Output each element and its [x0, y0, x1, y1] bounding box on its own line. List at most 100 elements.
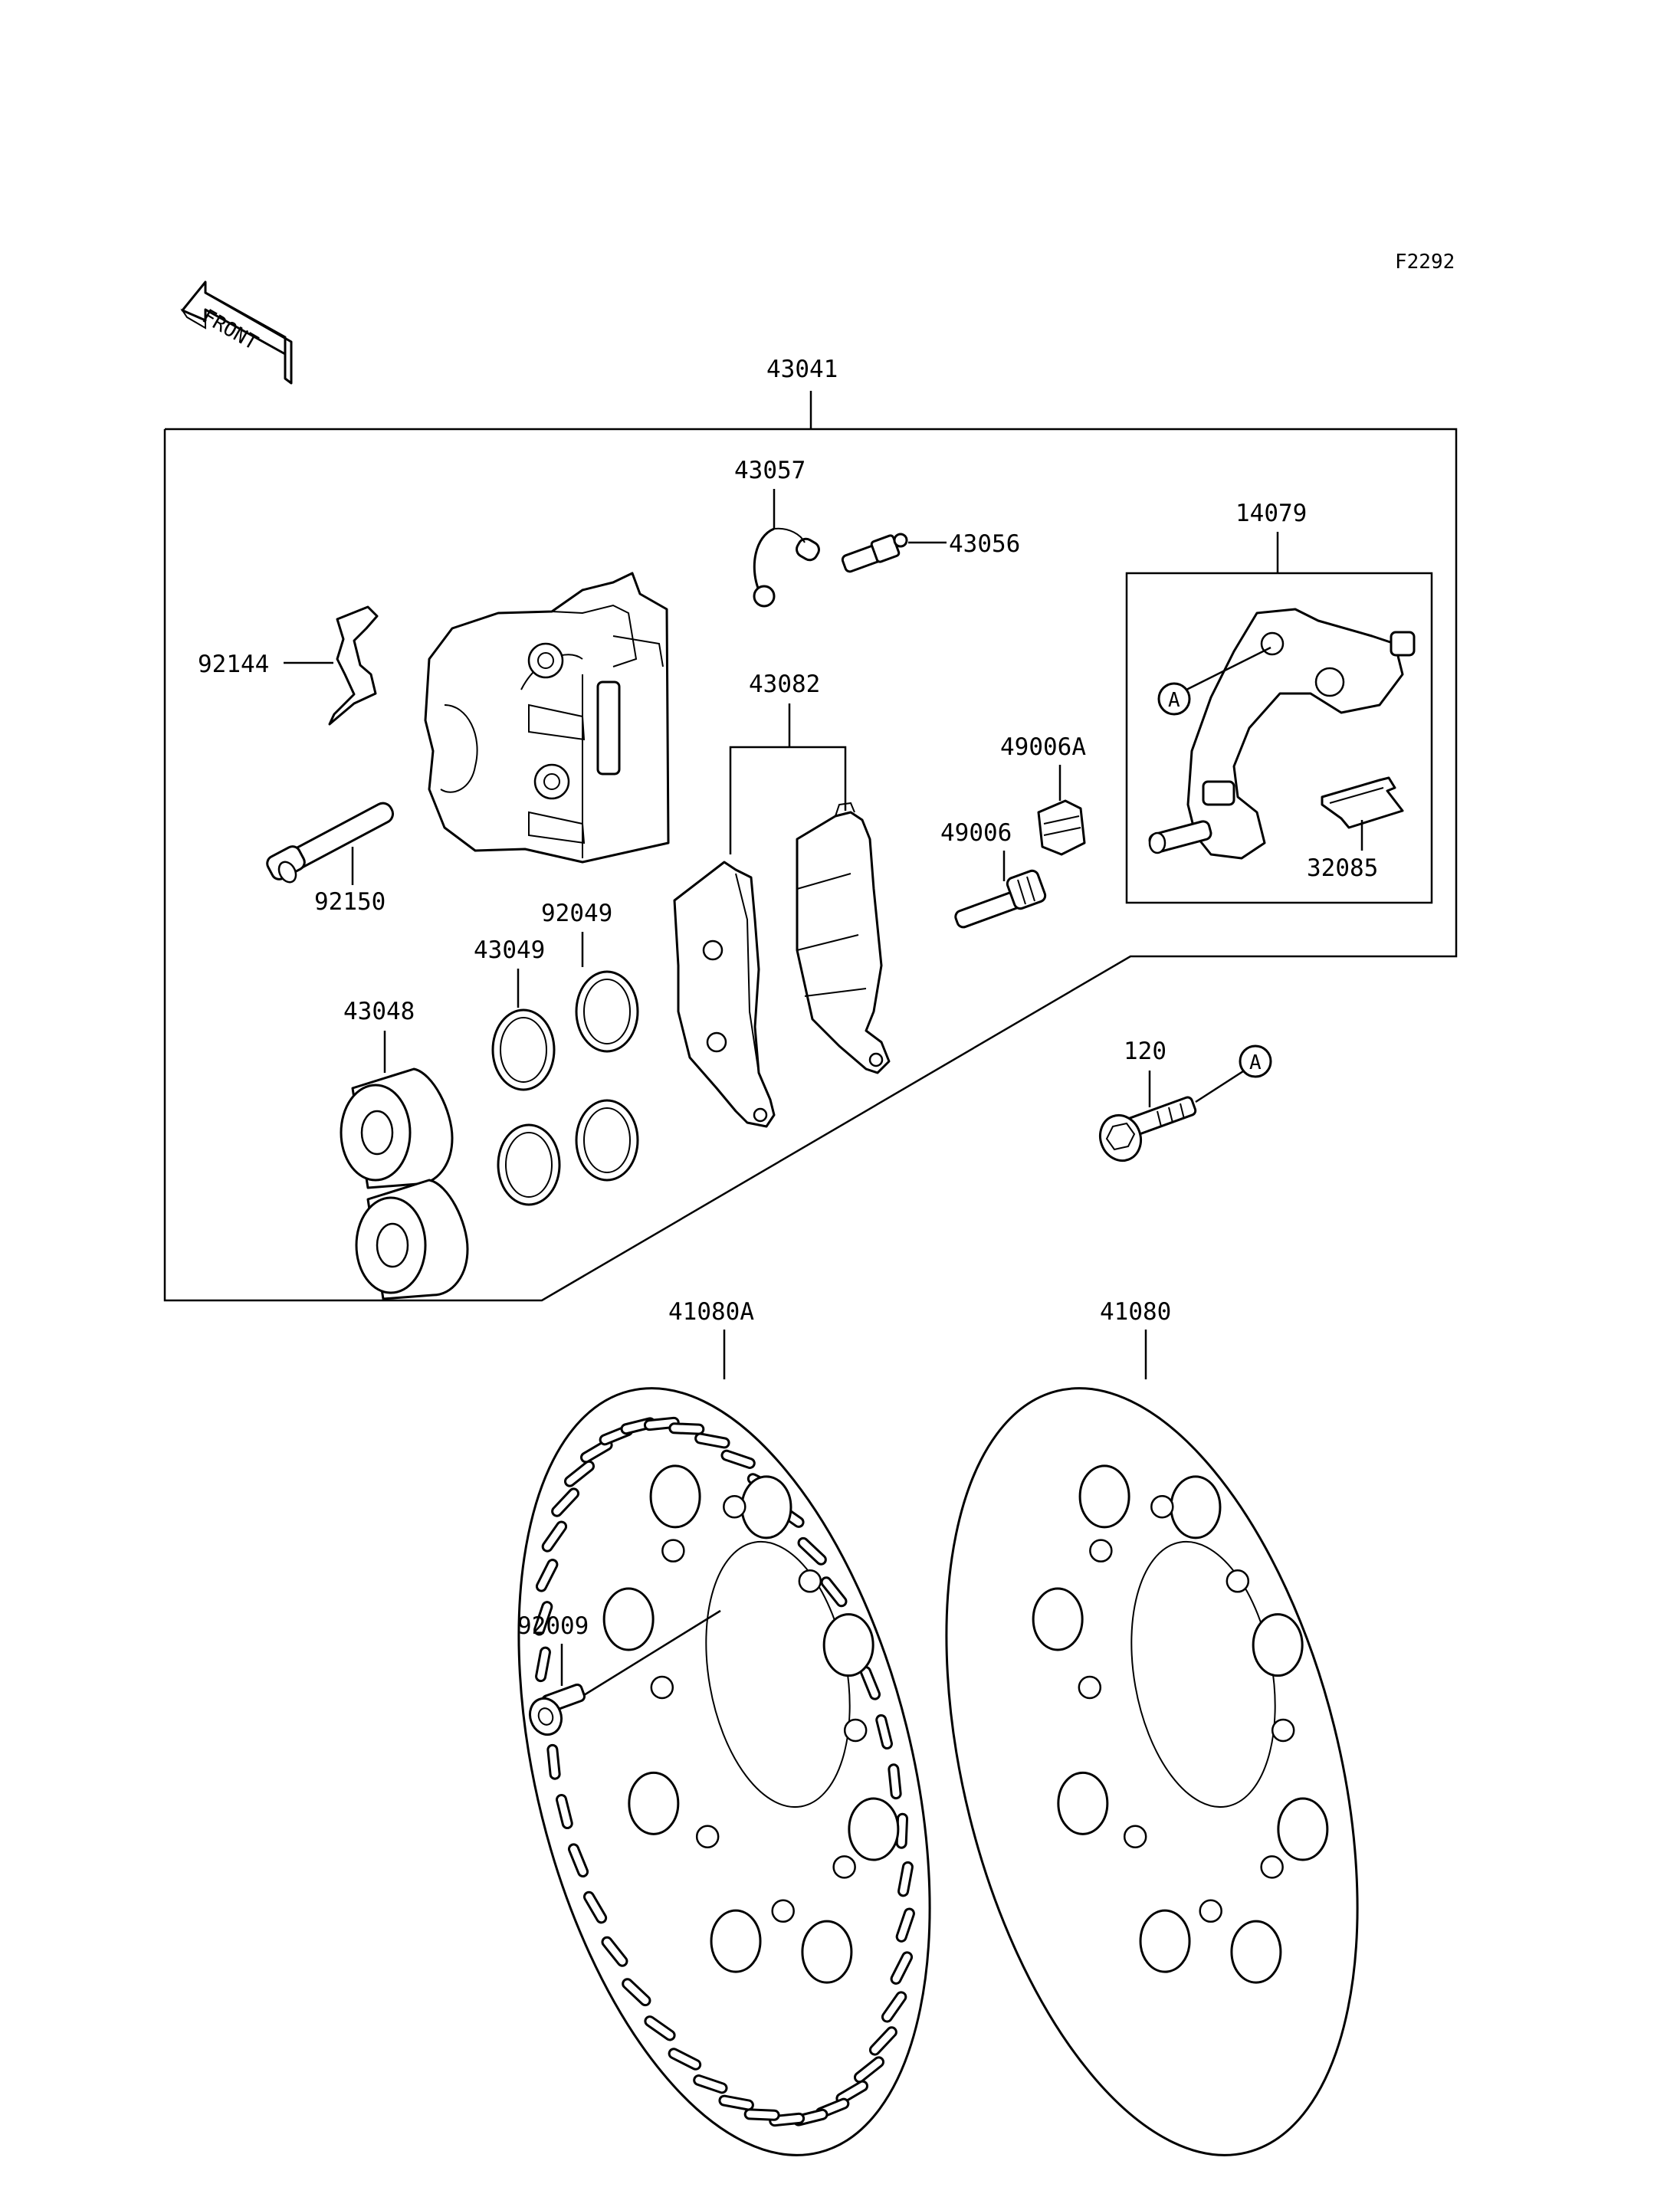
disc-lobe [822, 1613, 874, 1677]
marker-a-bolt: A [1239, 1044, 1272, 1078]
label-43048: 43048 [343, 998, 415, 1025]
disc-slot [668, 1422, 705, 1435]
brake-disc-41080 [945, 1387, 1359, 2156]
disc-bolt-hole [695, 1825, 720, 1848]
label-92144: 92144 [198, 651, 269, 678]
disc-bolt-hole [1226, 1569, 1250, 1593]
label-32085: 32085 [1307, 854, 1378, 882]
disc-slot [551, 1487, 580, 1517]
disc-slot [541, 1520, 568, 1553]
holder-box [1125, 572, 1433, 904]
disc-lobe [1230, 1920, 1282, 1984]
label-49006: 49006 [940, 819, 1012, 847]
disc-slot [875, 1713, 893, 1750]
svg-text:A: A [1249, 1051, 1262, 1074]
disc-slot [743, 2108, 780, 2121]
disc-slot [535, 1646, 551, 1683]
disc-bolt-hole [798, 1569, 822, 1593]
label-49006A: 49006A [1000, 733, 1086, 761]
disc-bolt-hole [723, 1494, 746, 1519]
disc-slot [897, 1861, 914, 1897]
disc-slot [693, 2074, 728, 2094]
disc-slot [556, 1793, 573, 1830]
label-41080A: 41080A [668, 1298, 754, 1326]
disc-lobe [801, 1920, 853, 1984]
label-43082: 43082 [749, 671, 820, 698]
disc-bolt-hole [650, 1675, 674, 1700]
label-43041: 43041 [766, 356, 838, 383]
disc-slot [694, 1432, 730, 1449]
disc-slot [601, 1936, 628, 1967]
brake-disc-41080A [517, 1387, 931, 2156]
disc-bolt-hole [661, 1539, 685, 1562]
disc-lobe [628, 1771, 680, 1835]
disc-slot [881, 1991, 907, 2023]
label-120: 120 [1124, 1038, 1166, 1065]
disc-lobe [1252, 1613, 1304, 1677]
label-92150: 92150 [314, 888, 386, 916]
caliper-assy-border [163, 428, 1458, 1302]
bolt-120 [1099, 1096, 1197, 1162]
pistons [340, 1067, 469, 1300]
disc-slot [853, 2056, 885, 2084]
disc-bolt-hole [1078, 1675, 1102, 1700]
brake-pad-front [796, 802, 891, 1074]
disc-slot [535, 1559, 559, 1592]
disc-lobe [1170, 1475, 1222, 1540]
disc-bolt-hole [843, 1718, 868, 1743]
bleeder-cap [753, 527, 820, 608]
label-43057: 43057 [734, 457, 806, 484]
disc-bolt-hole [1271, 1718, 1295, 1743]
disc-lobe [740, 1475, 792, 1540]
disc-slot [546, 1743, 561, 1780]
pad-spring [328, 605, 379, 726]
disc-lobe [1277, 1797, 1329, 1861]
disc-lobe [848, 1797, 900, 1861]
disc-slot [868, 2026, 897, 2056]
bleeder-valve [841, 533, 908, 573]
caliper-holder [1148, 608, 1416, 860]
disc-bolt-hole [1089, 1539, 1113, 1562]
disc-slot [718, 2094, 754, 2111]
disc-lobe [1078, 1464, 1130, 1529]
disc-bolt-hole [1260, 1855, 1284, 1879]
marker-a-holder: A [1157, 646, 1271, 716]
bracket-spring [1321, 776, 1404, 829]
disc-slot [668, 2048, 702, 2071]
label-41080: 41080 [1100, 1298, 1171, 1326]
disc-slot [820, 1576, 848, 1608]
disc-lobe [1139, 1909, 1191, 1973]
label-14079: 14079 [1235, 500, 1307, 527]
disc-bolt-hole [1123, 1825, 1147, 1848]
disc-slot [533, 1601, 553, 1636]
svg-text:A: A [1168, 689, 1180, 712]
disc-bolt-hole [771, 1899, 795, 1923]
pin-boot [1037, 799, 1086, 856]
disc-slot [644, 2015, 676, 2041]
caliper-body [424, 572, 670, 864]
label-92009: 92009 [517, 1612, 589, 1640]
label-43049: 43049 [474, 936, 545, 964]
disc-slot [797, 1536, 827, 1566]
disc-slot [582, 1890, 608, 1924]
disc-bolt-hole [1199, 1899, 1222, 1923]
disc-slot [622, 1978, 651, 2007]
disc-lobe [710, 1909, 762, 1973]
disc-lobe [1057, 1771, 1109, 1835]
disc-slot [567, 1843, 589, 1878]
brake-pad-rear [673, 861, 776, 1128]
disc-slot [890, 1951, 914, 1985]
disc-bolt-hole [832, 1855, 856, 1879]
label-92049: 92049 [541, 900, 612, 927]
disc-bolt [528, 1683, 586, 1736]
disc-bolt-hole [1150, 1494, 1174, 1519]
figure-code: F2292 [1395, 251, 1455, 274]
caliper-pin [266, 802, 395, 884]
disc-lobe [649, 1464, 701, 1529]
label-43056: 43056 [949, 530, 1020, 558]
slide-pin [954, 869, 1047, 929]
seal-rings [491, 970, 639, 1206]
disc-slot [720, 1449, 756, 1469]
disc-slot [563, 1460, 596, 1487]
